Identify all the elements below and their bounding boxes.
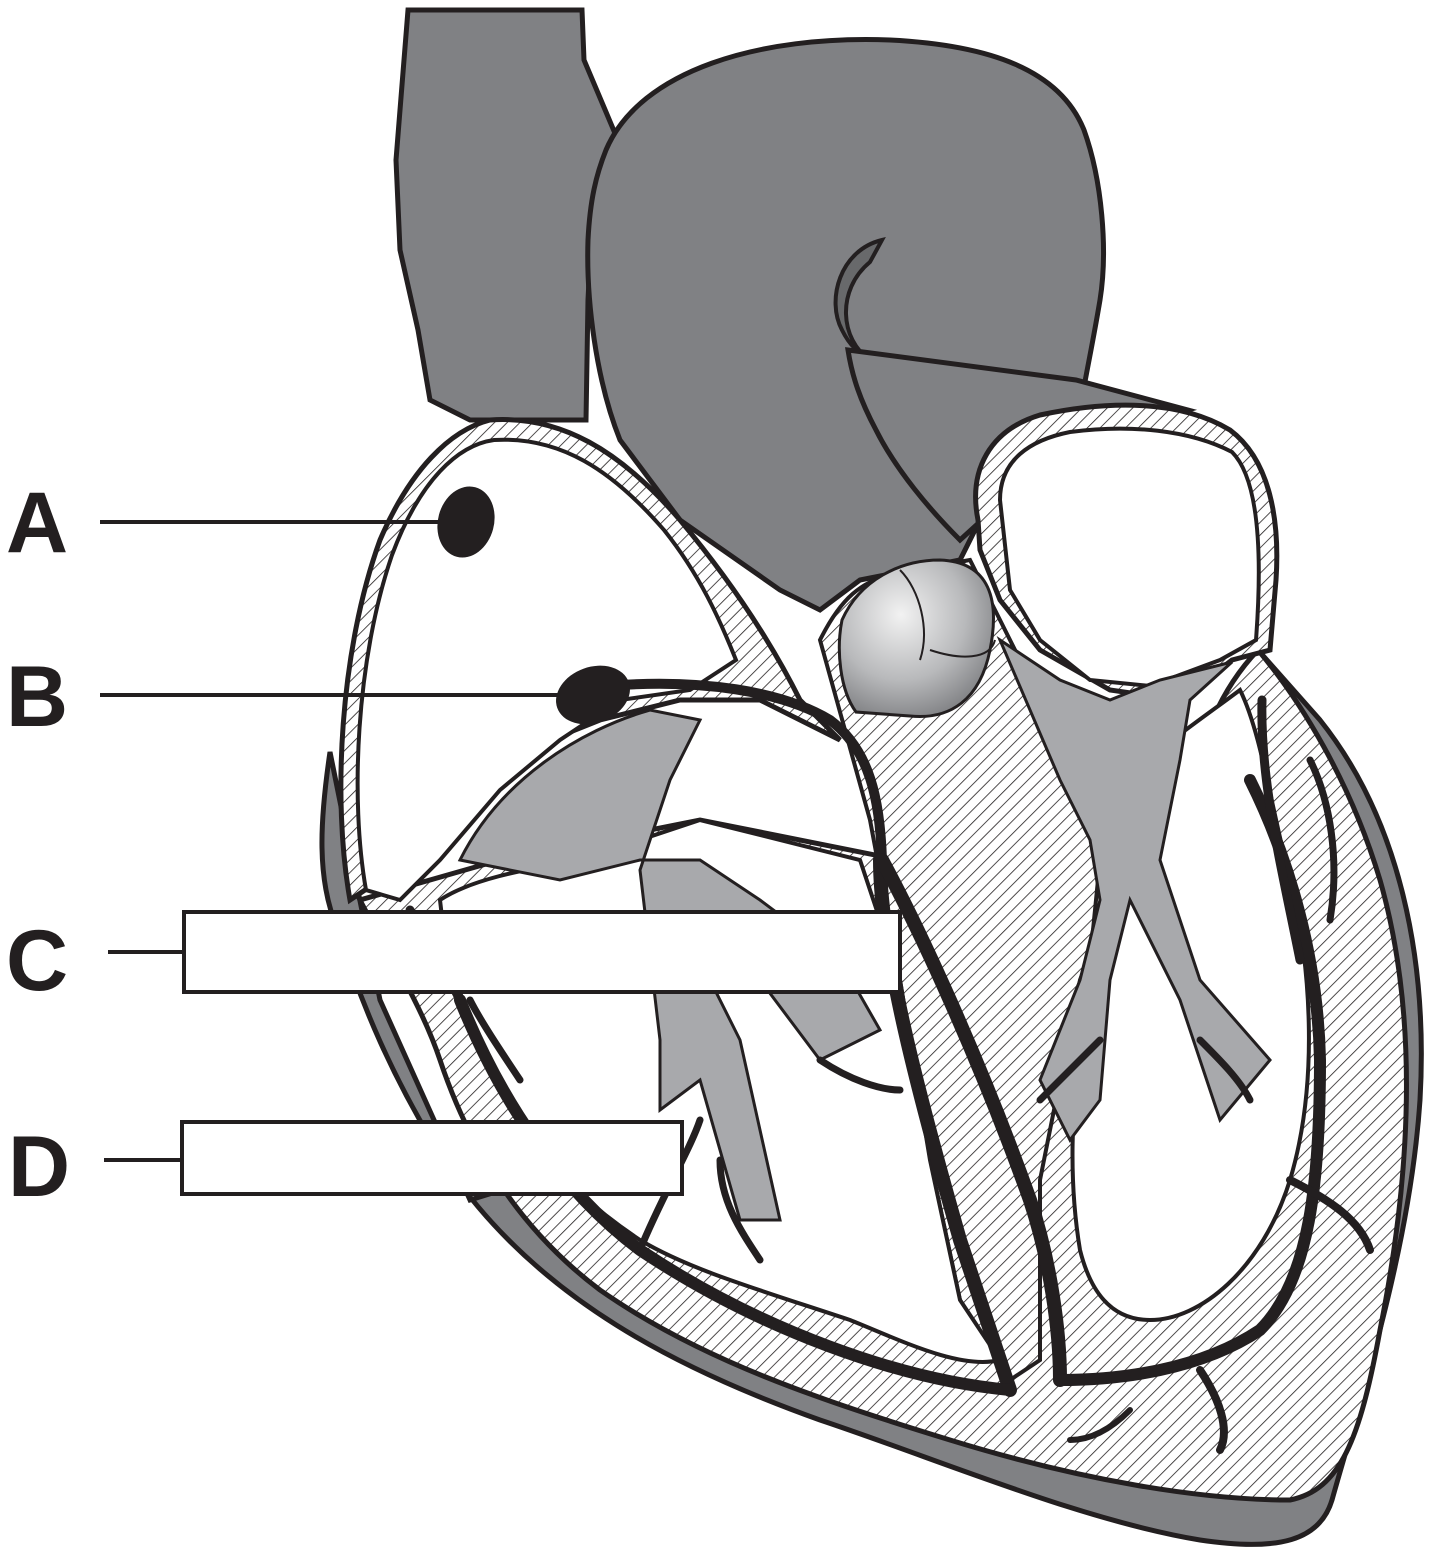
label-box-c	[108, 912, 900, 992]
label-d: D	[8, 1119, 70, 1215]
label-a: A	[6, 475, 68, 571]
label-box-d	[104, 1122, 682, 1194]
label-c: C	[6, 913, 68, 1009]
label-b: B	[6, 649, 68, 745]
aortic-valve	[839, 560, 995, 716]
